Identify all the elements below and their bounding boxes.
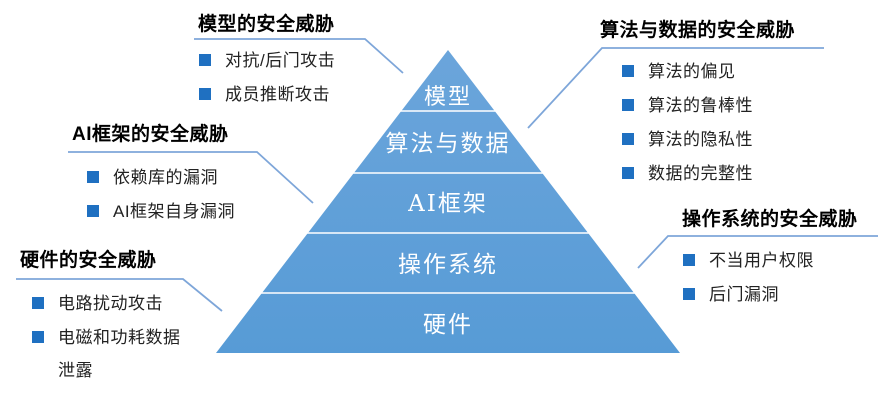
callout-ai-framework-title: AI框架的安全威胁 bbox=[72, 124, 229, 145]
bullet-square-icon bbox=[87, 205, 99, 217]
bullet-square-icon bbox=[32, 297, 44, 309]
callout-model-title: 模型的安全威胁 bbox=[198, 14, 335, 35]
bullet-square-icon bbox=[622, 167, 634, 179]
callout-os: 操作系统的安全威胁 bbox=[682, 204, 858, 231]
callout-line-hardware bbox=[16, 278, 223, 312]
bullet-square-icon bbox=[683, 288, 695, 300]
pyramid-layer-label-algorithm-data: 算法与数据 bbox=[386, 131, 511, 157]
list-item: 算法的隐私性 bbox=[622, 123, 753, 156]
callout-algorithm-data-list: 算法的偏见 算法的鲁棒性 算法的隐私性 数据的完整性 bbox=[622, 55, 753, 191]
list-item-label: 后门漏洞 bbox=[709, 285, 779, 304]
bullet-square-icon bbox=[32, 331, 44, 343]
callout-model: 模型的安全威胁 bbox=[198, 9, 335, 36]
callout-line-model bbox=[194, 38, 404, 74]
bullet-square-icon bbox=[683, 254, 695, 266]
bullet-square-icon bbox=[199, 54, 211, 66]
bullet-square-icon bbox=[199, 88, 211, 100]
pyramid-layer-label-model: 模型 bbox=[424, 85, 472, 110]
list-item: 电磁和功耗数据泄露 bbox=[32, 321, 184, 387]
pyramid-layer-label-ai-framework: AI框架 bbox=[407, 191, 488, 217]
list-item-label: 不当用户权限 bbox=[709, 251, 814, 270]
list-item-label: 成员推断攻击 bbox=[225, 85, 330, 104]
list-item: 电路扰动攻击 bbox=[32, 287, 184, 320]
list-item-label: 算法的偏见 bbox=[648, 62, 736, 81]
callout-line-os bbox=[637, 235, 878, 269]
list-item: AI框架自身漏洞 bbox=[87, 195, 235, 228]
list-item: 不当用户权限 bbox=[683, 244, 814, 277]
callout-hardware-title: 硬件的安全威胁 bbox=[20, 250, 157, 271]
list-item-label: AI框架自身漏洞 bbox=[113, 202, 236, 221]
list-item: 成员推断攻击 bbox=[199, 78, 335, 111]
list-item-label: 电路扰动攻击 bbox=[58, 294, 163, 313]
callout-line-ai-framework bbox=[68, 151, 314, 204]
list-item-label: 算法的鲁棒性 bbox=[648, 96, 753, 115]
callout-algorithm-data: 算法与数据的安全威胁 bbox=[600, 15, 795, 42]
callout-model-list: 对抗/后门攻击 成员推断攻击 bbox=[199, 44, 335, 112]
pyramid-shape bbox=[216, 50, 680, 353]
list-item: 数据的完整性 bbox=[622, 157, 753, 190]
callout-line-algorithm-data bbox=[527, 47, 824, 129]
list-item-label: 电磁和功耗数据泄露 bbox=[58, 328, 181, 380]
bullet-square-icon bbox=[622, 133, 634, 145]
list-item: 后门漏洞 bbox=[683, 278, 814, 311]
list-item-label: 对抗/后门攻击 bbox=[225, 51, 336, 70]
callout-ai-framework-list: 依赖库的漏洞 AI框架自身漏洞 bbox=[87, 161, 235, 229]
callout-os-title: 操作系统的安全威胁 bbox=[682, 209, 858, 230]
list-item: 对抗/后门攻击 bbox=[199, 44, 335, 77]
bullet-square-icon bbox=[622, 65, 634, 77]
callout-ai-framework: AI框架的安全威胁 bbox=[72, 119, 229, 146]
callout-algorithm-data-title: 算法与数据的安全威胁 bbox=[600, 20, 796, 41]
list-item-label: 依赖库的漏洞 bbox=[113, 168, 218, 187]
bullet-square-icon bbox=[622, 99, 634, 111]
list-item: 依赖库的漏洞 bbox=[87, 161, 235, 194]
pyramid-layer-label-hardware: 硬件 bbox=[423, 312, 473, 338]
list-item: 算法的鲁棒性 bbox=[622, 89, 753, 122]
callout-hardware: 硬件的安全威胁 bbox=[20, 245, 157, 272]
list-item: 算法的偏见 bbox=[622, 55, 753, 88]
pyramid-layer-label-os: 操作系统 bbox=[398, 252, 498, 278]
list-item-label: 数据的完整性 bbox=[648, 164, 753, 183]
callout-hardware-list: 电路扰动攻击 电磁和功耗数据泄露 bbox=[32, 287, 184, 388]
bullet-square-icon bbox=[87, 171, 99, 183]
callout-os-list: 不当用户权限 后门漏洞 bbox=[683, 244, 814, 312]
list-item-label: 算法的隐私性 bbox=[648, 130, 753, 149]
